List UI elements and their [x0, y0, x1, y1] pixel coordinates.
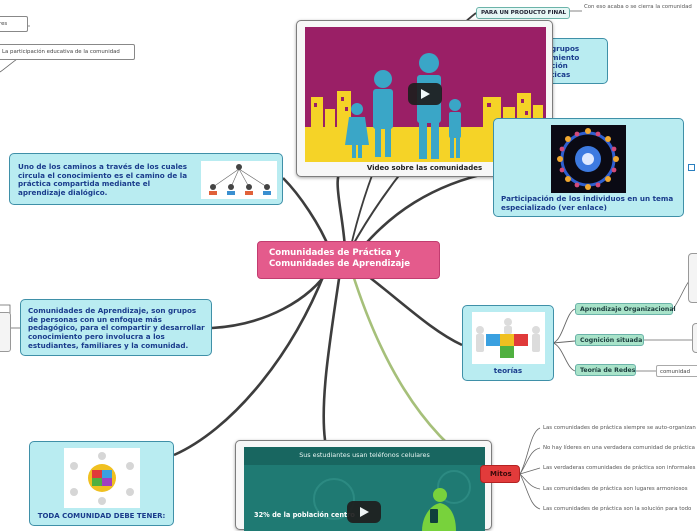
participacion-comunidad-text: La participación educativa de la comunid…: [2, 49, 120, 55]
participacion-comunidad-node[interactable]: La participación educativa de la comunid…: [0, 44, 135, 60]
puzzle-team-icon: [64, 448, 140, 508]
mito-item-4[interactable]: Las comunidades de práctica son lugares …: [543, 486, 688, 492]
participacion-card[interactable]: Participación de los individuos en un te…: [493, 118, 684, 217]
right-image-fragment-mid[interactable]: [692, 323, 697, 353]
right-image-fragment-top[interactable]: [688, 253, 697, 303]
video-bottom-thumbnail[interactable]: [244, 447, 485, 531]
cierre-note: Con eso acaba o se cierra la comunidad: [584, 4, 692, 10]
puzzle-people-icon: [472, 312, 545, 364]
left-node-fragment[interactable]: [0, 312, 11, 352]
teoria-item-cognicion-situada[interactable]: Cognición situada: [575, 334, 644, 346]
mitos-node[interactable]: Mitos: [480, 465, 520, 483]
mito-item-3[interactable]: Las verdaderas comunidades de práctica s…: [543, 465, 696, 471]
grupos-line-4: ticas: [551, 70, 571, 80]
central-topic[interactable]: Comunidades de Práctica y Comunidades de…: [257, 241, 440, 279]
video-bottom-play-icon[interactable]: [347, 501, 381, 523]
branch-teorias: [359, 268, 463, 347]
teoria-item-teoria-de-redes[interactable]: Teoría de Redes: [575, 364, 636, 376]
branch-participacion: [361, 170, 494, 249]
video-top-play-icon[interactable]: [408, 83, 442, 105]
branch-video-bottom: [322, 271, 342, 441]
external-link-icon[interactable]: [688, 164, 695, 171]
central-topic-line-2: Comunidades de Aprendizaje: [269, 259, 411, 269]
producto-final-node[interactable]: PARA UN PRODUCTO FINAL: [476, 7, 570, 19]
video-bottom-stat: 32% de la población centro: [254, 511, 355, 519]
branch-caminos: [282, 177, 332, 251]
caminos-text: Uno de los caminos a través de los cuale…: [18, 162, 188, 198]
mito-item-5[interactable]: Las comunidades de práctica son la soluc…: [543, 506, 692, 512]
res-fragment-text: res: [0, 21, 8, 27]
mitos-label: Mitos: [490, 470, 512, 478]
teorias-card[interactable]: teorías: [462, 305, 554, 381]
network-icon: [201, 161, 277, 199]
comunidad-fragment-text: comunidad: [660, 369, 690, 375]
top-left-node-fragment[interactable]: res: [0, 16, 28, 32]
central-topic-line-1: Comunidades de Práctica y: [269, 248, 401, 258]
mito-item-1[interactable]: Las comunidades de práctica siempre se a…: [543, 425, 696, 431]
teoria-item-label: Cognición situada: [580, 337, 643, 344]
grupos-line-2: miento: [551, 52, 580, 62]
brain-icon: [551, 125, 626, 193]
comunidades-aprendizaje-card[interactable]: Comunidades de Aprendizaje, son grupos d…: [20, 299, 212, 356]
teoria-item-label: Teoría de Redes: [580, 367, 636, 374]
video-top-caption: Video sobre las comunidades: [366, 164, 483, 172]
aprendizaje-text: Comunidades de Aprendizaje, son grupos d…: [28, 306, 205, 350]
comunidad-fragment-node[interactable]: comunidad: [656, 365, 697, 377]
caminos-card[interactable]: Uno de los caminos a través de los cuale…: [9, 153, 283, 205]
grupos-line-1: grupos: [551, 44, 580, 53]
video-bottom-card[interactable]: Sus estudiantes usan teléfonos celulares…: [235, 440, 492, 531]
toda-comunidad-label: TODA COMUNIDAD DEBE TENER:: [37, 512, 166, 520]
producto-final-label: PARA UN PRODUCTO FINAL: [481, 10, 567, 16]
toda-comunidad-card[interactable]: TODA COMUNIDAD DEBE TENER:: [29, 441, 174, 526]
participacion-text: Participación de los individuos en un te…: [501, 194, 674, 212]
grupos-line-3: ción: [551, 61, 568, 71]
branch-top-video: [336, 163, 347, 249]
branch-toda: [173, 271, 327, 457]
teoria-item-label: Aprendizaje Organizacional: [580, 306, 676, 313]
mito-item-2[interactable]: No hay líderes en una verdadera comunida…: [543, 445, 695, 451]
teoria-item-aprendizaje-organizacional[interactable]: Aprendizaje Organizacional: [575, 303, 676, 315]
video-bottom-headline: Sus estudiantes usan teléfonos celulares: [299, 451, 430, 459]
teorias-label: teorías: [493, 366, 523, 375]
